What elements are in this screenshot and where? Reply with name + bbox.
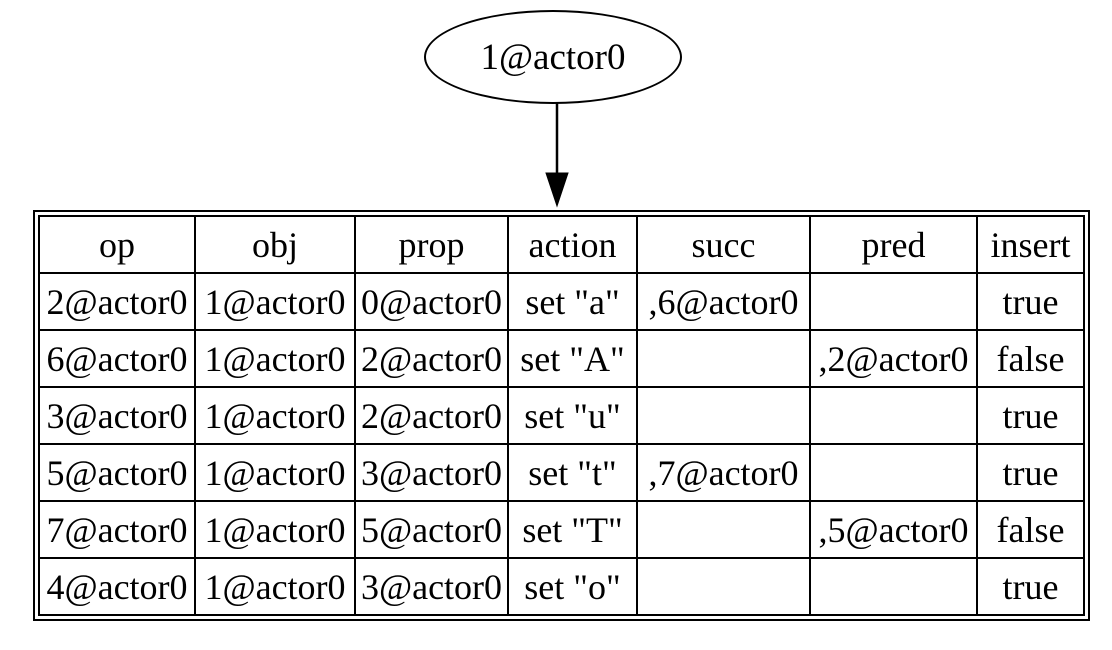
table-cell: 3@actor0 <box>354 443 509 502</box>
table-row: 6@actor0 1@actor0 2@actor0 set "A" ,2@ac… <box>38 329 1085 388</box>
table-cell: false <box>976 329 1085 388</box>
table-cell: set "a" <box>507 272 638 331</box>
table-cell <box>809 272 978 331</box>
table-cell: 0@actor0 <box>354 272 509 331</box>
op-table: op obj prop action succ pred insert 2@ac… <box>38 215 1085 616</box>
table-cell: 7@actor0 <box>38 500 196 559</box>
table-cell <box>636 500 811 559</box>
table-row: 3@actor0 1@actor0 2@actor0 set "u" true <box>38 386 1085 445</box>
table-cell: 3@actor0 <box>38 386 196 445</box>
table-cell: 5@actor0 <box>354 500 509 559</box>
table-cell: ,7@actor0 <box>636 443 811 502</box>
table-cell: 3@actor0 <box>354 557 509 616</box>
table-cell: 2@actor0 <box>38 272 196 331</box>
op-table-outer-border: op obj prop action succ pred insert 2@ac… <box>33 210 1090 621</box>
table-cell: 1@actor0 <box>194 500 356 559</box>
table-cell: ,2@actor0 <box>809 329 978 388</box>
column-header-action: action <box>507 215 638 274</box>
table-row: 5@actor0 1@actor0 3@actor0 set "t" ,7@ac… <box>38 443 1085 502</box>
table-cell: 1@actor0 <box>194 329 356 388</box>
table-cell: 1@actor0 <box>194 557 356 616</box>
table-cell <box>809 557 978 616</box>
table-cell: 6@actor0 <box>38 329 196 388</box>
header-row: op obj prop action succ pred insert <box>38 215 1085 274</box>
graph-node-ellipse: 1@actor0 <box>424 10 682 104</box>
table-cell: set "u" <box>507 386 638 445</box>
edge-arrow <box>538 102 576 208</box>
table-cell: 1@actor0 <box>194 386 356 445</box>
column-header-pred: pred <box>809 215 978 274</box>
table-cell: set "T" <box>507 500 638 559</box>
table-cell: 1@actor0 <box>194 443 356 502</box>
table-cell: true <box>976 443 1085 502</box>
column-header-obj: obj <box>194 215 356 274</box>
table-cell: 2@actor0 <box>354 329 509 388</box>
column-header-prop: prop <box>354 215 509 274</box>
table-cell <box>809 443 978 502</box>
table-cell: 4@actor0 <box>38 557 196 616</box>
table-cell: true <box>976 557 1085 616</box>
table-cell: true <box>976 272 1085 331</box>
table-cell: set "t" <box>507 443 638 502</box>
table-cell: false <box>976 500 1085 559</box>
table-row: 7@actor0 1@actor0 5@actor0 set "T" ,5@ac… <box>38 500 1085 559</box>
table-cell: ,5@actor0 <box>809 500 978 559</box>
table-cell: set "A" <box>507 329 638 388</box>
table-cell: ,6@actor0 <box>636 272 811 331</box>
table-cell: set "o" <box>507 557 638 616</box>
table-cell <box>636 557 811 616</box>
table-cell: 5@actor0 <box>38 443 196 502</box>
table-cell <box>636 386 811 445</box>
column-header-succ: succ <box>636 215 811 274</box>
column-header-insert: insert <box>976 215 1085 274</box>
table-cell <box>636 329 811 388</box>
table-row: 4@actor0 1@actor0 3@actor0 set "o" true <box>38 557 1085 616</box>
arrow-down-icon <box>545 102 569 208</box>
column-header-op: op <box>38 215 196 274</box>
table-row: 2@actor0 1@actor0 0@actor0 set "a" ,6@ac… <box>38 272 1085 331</box>
table-cell: 1@actor0 <box>194 272 356 331</box>
table-cell <box>809 386 978 445</box>
table-cell: true <box>976 386 1085 445</box>
table-cell: 2@actor0 <box>354 386 509 445</box>
node-label: 1@actor0 <box>480 36 626 78</box>
